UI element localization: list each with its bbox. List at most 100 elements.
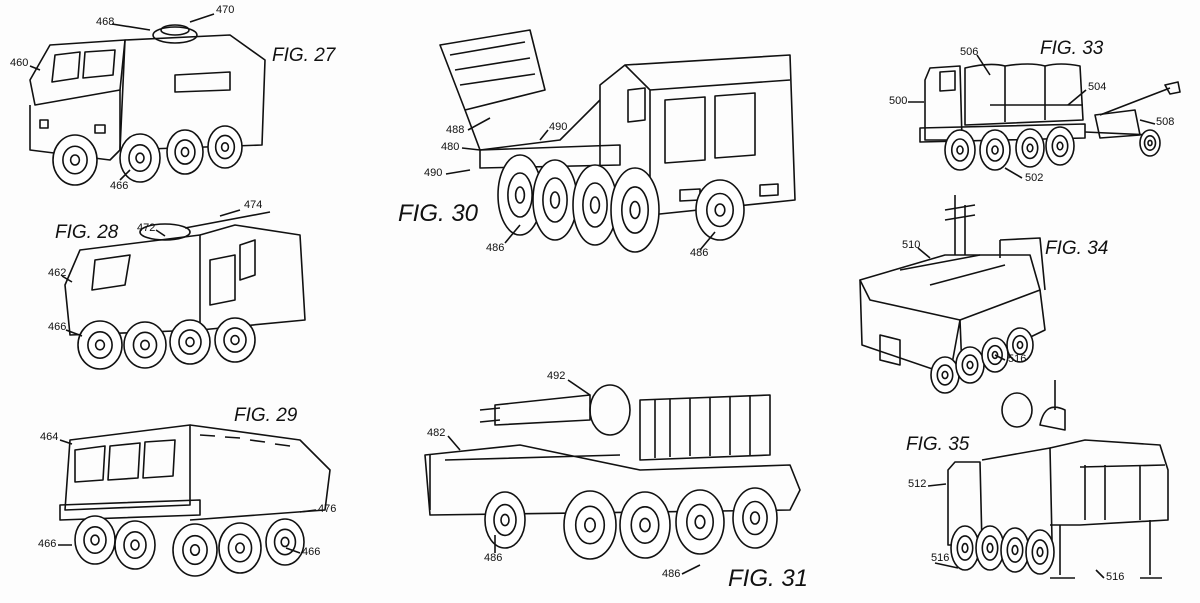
vehicle-wheels <box>52 125 1161 577</box>
wheel <box>182 534 208 566</box>
wheel <box>749 511 761 525</box>
wheel <box>532 159 578 241</box>
wheel <box>630 506 660 544</box>
wheel <box>1139 129 1161 157</box>
fig27-vehicle-drawing <box>29 24 266 161</box>
wheel <box>52 134 98 186</box>
wheel <box>583 517 596 533</box>
wheel <box>230 334 240 346</box>
wheel <box>1000 527 1030 573</box>
wheel <box>1021 136 1039 160</box>
wheel <box>507 172 533 218</box>
ref-label: 486 <box>486 242 505 254</box>
wheel <box>1015 128 1045 168</box>
ref-label: 488 <box>446 124 465 136</box>
ref-label: 468 <box>96 16 115 28</box>
wheel <box>582 182 608 228</box>
wheel <box>732 487 778 549</box>
wheel <box>1056 141 1064 151</box>
ref-label: 510 <box>902 239 921 251</box>
wheel <box>991 145 999 155</box>
wheel <box>930 356 960 394</box>
wheel <box>214 134 236 160</box>
wheel <box>169 319 211 365</box>
wheel <box>74 515 116 565</box>
wheel <box>941 370 949 380</box>
wheel <box>675 489 725 555</box>
ref-label: 492 <box>547 370 566 382</box>
wheel <box>1143 135 1157 151</box>
ref-label: 476 <box>318 503 337 515</box>
wheel <box>140 339 151 351</box>
wheel <box>83 525 107 554</box>
ref-label: 474 <box>244 199 263 211</box>
wheel <box>950 525 980 571</box>
ref-label: 502 <box>1025 172 1044 184</box>
wheel <box>639 517 651 533</box>
ref-label: 470 <box>216 4 235 16</box>
wheel <box>966 360 974 370</box>
wheel <box>280 536 290 548</box>
ref-label: 486 <box>690 247 709 259</box>
ref-label: 480 <box>441 141 460 153</box>
wheel <box>77 320 123 370</box>
ref-label: 472 <box>137 222 156 234</box>
wheel <box>956 535 974 561</box>
wheel <box>985 138 1005 162</box>
wheel <box>981 535 999 561</box>
wheel <box>1045 126 1075 166</box>
wheel <box>69 154 81 166</box>
ref-label: 486 <box>484 552 503 564</box>
wheel <box>114 520 156 570</box>
wheel <box>223 327 247 353</box>
wheel <box>563 490 617 560</box>
wheel <box>1031 539 1049 565</box>
wheel <box>166 129 204 175</box>
wheel <box>1025 529 1055 575</box>
wheel <box>705 192 734 228</box>
wheel <box>500 513 510 527</box>
wheel <box>178 329 202 355</box>
wheel <box>961 542 969 554</box>
wheel <box>130 539 140 551</box>
wheel <box>549 191 561 209</box>
wheel <box>1016 340 1024 350</box>
wheel <box>123 321 167 369</box>
fig34-title: FIG. 34 <box>1045 238 1109 259</box>
wheel <box>991 350 999 360</box>
wheel <box>180 146 190 158</box>
wheel <box>174 139 196 165</box>
ref-label: 516 <box>931 552 950 564</box>
wheel <box>987 344 1003 366</box>
ref-label: 464 <box>40 431 59 443</box>
wheel <box>94 339 106 351</box>
ref-label: 466 <box>48 321 67 333</box>
ref-label: 490 <box>424 167 443 179</box>
wheel <box>207 125 243 169</box>
reference-leader-lines <box>29 13 1156 579</box>
fig28-vehicle-drawing <box>64 211 306 336</box>
wheel <box>493 503 517 537</box>
wheel <box>1026 143 1034 153</box>
wheel <box>936 364 954 386</box>
fig27-title: FIG. 27 <box>272 45 336 66</box>
wheel <box>218 522 262 574</box>
wheel <box>944 129 976 171</box>
ref-label: 508 <box>1156 116 1175 128</box>
wheel <box>542 177 568 223</box>
wheel <box>185 336 195 348</box>
wheel <box>132 331 158 359</box>
wheel <box>220 142 230 153</box>
wheel <box>1006 327 1034 363</box>
wheel <box>189 543 201 556</box>
ref-label: 512 <box>908 478 927 490</box>
wheel <box>714 203 726 217</box>
ref-label: 486 <box>662 568 681 580</box>
fig33-title: FIG. 33 <box>1040 38 1104 59</box>
wheel <box>484 491 526 549</box>
fig30-title: FIG. 30 <box>398 200 479 227</box>
ref-label: 466 <box>110 180 129 192</box>
wheel <box>227 533 253 563</box>
